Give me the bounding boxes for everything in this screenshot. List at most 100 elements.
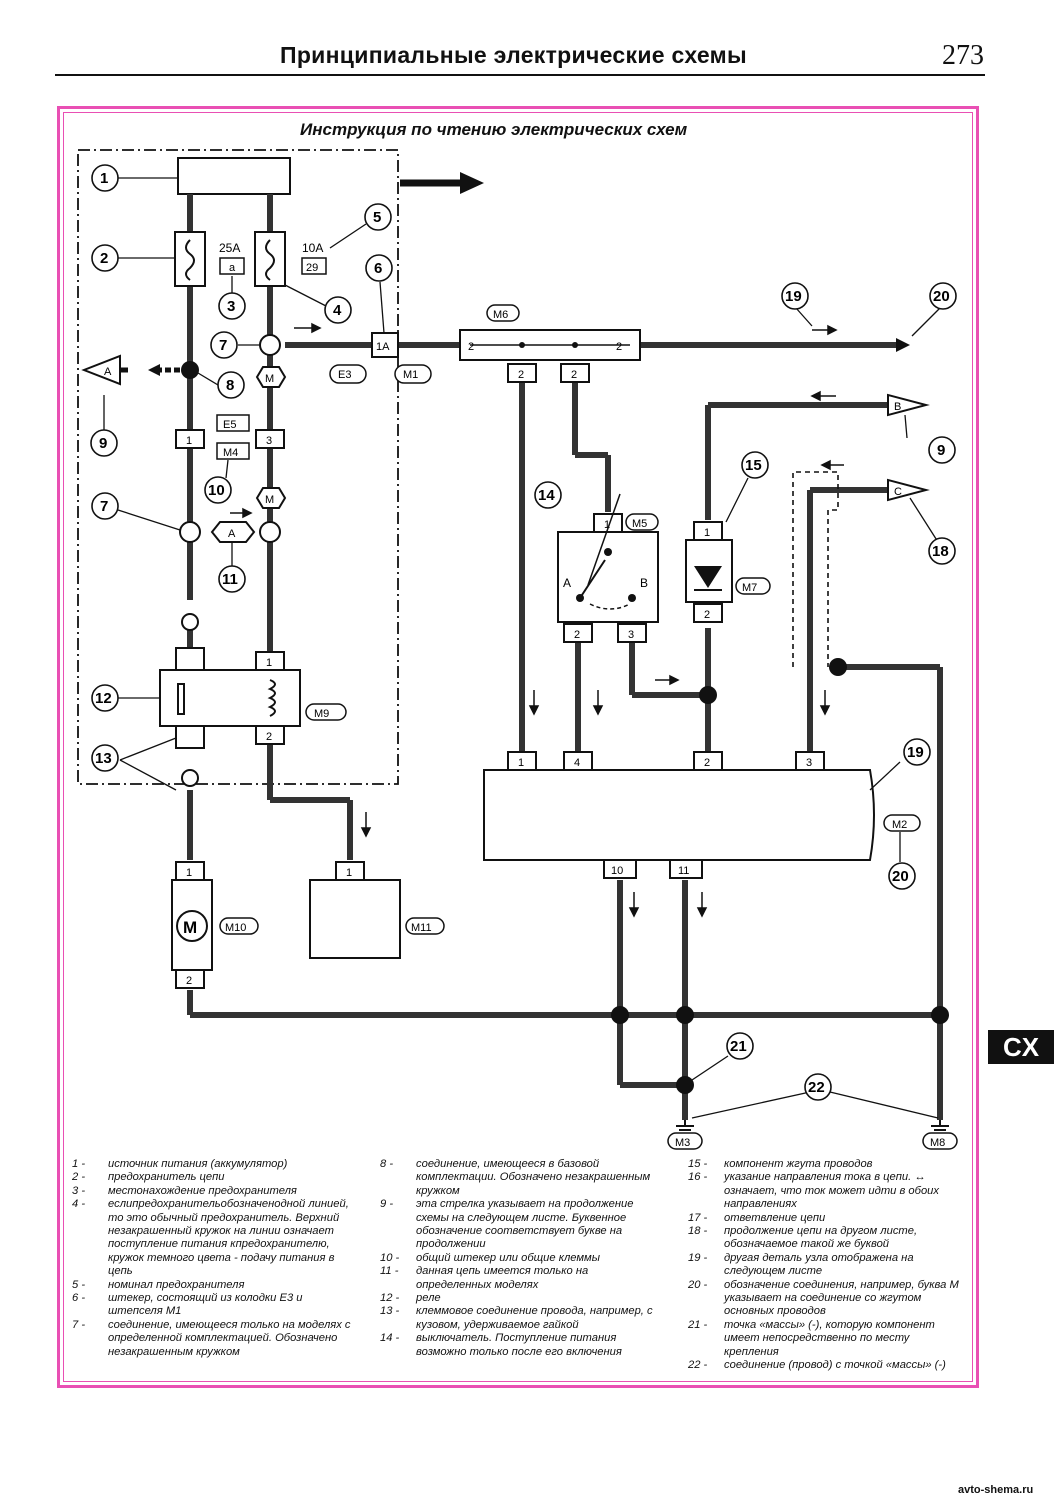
continuation-a-icon bbox=[81, 354, 121, 386]
legend-column-1: 1 -источник питания (аккумулятор)2 -пред… bbox=[72, 1158, 357, 1359]
svg-text:14: 14 bbox=[538, 487, 555, 504]
legend-item-text: компонент жгута проводов bbox=[724, 1158, 873, 1170]
page-number: 273 bbox=[942, 40, 984, 71]
callout-11 bbox=[218, 565, 246, 593]
diagram-frame-inner bbox=[63, 112, 973, 1382]
connector-e5: E5 bbox=[223, 419, 236, 431]
legend-item-text: указание направления тока в цепи. ↔ озна… bbox=[724, 1171, 939, 1211]
svg-text:4: 4 bbox=[333, 302, 342, 319]
legend-item-number: 12 - bbox=[380, 1292, 400, 1305]
legend-column-2: 8 -соединение, имеющееся в базовой компл… bbox=[380, 1158, 665, 1359]
legend-item: 3 -местонахождение предохранителя bbox=[72, 1185, 357, 1198]
legend-item-number: 2 - bbox=[72, 1171, 86, 1184]
legend-item-text: клеммовое соединение провода, например, … bbox=[416, 1305, 653, 1331]
callout-3 bbox=[218, 292, 246, 320]
switch-m5 bbox=[557, 531, 659, 623]
callout-8 bbox=[217, 371, 245, 399]
svg-text:19: 19 bbox=[785, 288, 802, 305]
switch-contact bbox=[579, 559, 606, 599]
connector-m4: M4 bbox=[223, 447, 238, 459]
callout-9b bbox=[928, 436, 956, 464]
callout-1 bbox=[91, 164, 119, 192]
junction-open bbox=[259, 334, 281, 356]
pin-1a: 1A bbox=[376, 341, 390, 353]
svg-text:A: A bbox=[104, 366, 112, 378]
svg-text:2: 2 bbox=[574, 629, 580, 641]
legend-item: 21 -точка «массы» (-), которую компонент… bbox=[688, 1319, 966, 1359]
legend-item: 8 -соединение, имеющееся в базовой компл… bbox=[380, 1158, 665, 1198]
legend: 1 -источник питания (аккумулятор)2 -пред… bbox=[72, 1158, 972, 1378]
callout-19 bbox=[781, 282, 809, 310]
connector-m10: M10 bbox=[225, 922, 246, 934]
section-badge-cx: CX bbox=[988, 1030, 1054, 1064]
relay-coil-icon bbox=[267, 679, 276, 717]
output-arrow-icon bbox=[460, 172, 484, 194]
svg-text:15: 15 bbox=[745, 457, 762, 474]
svg-text:2: 2 bbox=[704, 609, 710, 621]
connector-m9: M9 bbox=[314, 708, 329, 720]
diode-icon bbox=[694, 566, 722, 588]
svg-text:1: 1 bbox=[100, 170, 108, 187]
svg-text:9: 9 bbox=[937, 442, 945, 459]
legend-item: 19 -другая деталь узла отображена на сле… bbox=[688, 1252, 966, 1279]
svg-text:2: 2 bbox=[186, 975, 192, 987]
legend-item-number: 4 - bbox=[72, 1198, 86, 1211]
legend-item: 16 - указание направления тока в цепи. ↔ … bbox=[688, 1171, 966, 1211]
svg-text:20: 20 bbox=[892, 868, 909, 885]
callout-10 bbox=[204, 476, 232, 504]
svg-text:2: 2 bbox=[266, 731, 272, 743]
legend-item-text: ответвление цепи bbox=[724, 1211, 826, 1224]
junction-filled bbox=[181, 361, 199, 379]
callout-6 bbox=[365, 254, 393, 282]
legend-item-text: другая деталь узла отображена на следующ… bbox=[724, 1251, 914, 1278]
legend-item: 15 -компонент жгута проводов bbox=[688, 1158, 966, 1171]
svg-text:21: 21 bbox=[730, 1038, 747, 1055]
callout-7 bbox=[210, 331, 238, 359]
legend-item: 18 -продолжение цепи на другом листе, об… bbox=[688, 1225, 966, 1252]
legend-item: 12 - реле bbox=[380, 1292, 665, 1305]
junction-filled bbox=[676, 1006, 694, 1024]
diagram-frame bbox=[57, 106, 979, 1388]
connector-e3: E3 bbox=[338, 369, 351, 381]
svg-text:8: 8 bbox=[226, 377, 234, 394]
legend-item-text: номинал предохранителя bbox=[108, 1278, 245, 1291]
legend-item-text: точка «массы» (-), которую компонент име… bbox=[724, 1318, 935, 1358]
legend-item-number: 16 - bbox=[688, 1171, 708, 1184]
relay-m9 bbox=[159, 669, 301, 727]
watermark: avto-shema.ru bbox=[958, 1484, 1034, 1496]
legend-item: 9 -эта стрелка указывает на продолжение … bbox=[380, 1198, 665, 1252]
optional-path-dashed bbox=[792, 471, 839, 667]
legend-item: 2 -предохранитель цепи bbox=[72, 1171, 357, 1184]
connector-m1: M1 bbox=[403, 369, 418, 381]
fuse-location-29: 29 bbox=[306, 262, 318, 274]
page-header-title: Принципиальные электрические схемы bbox=[280, 42, 747, 68]
svg-text:22: 22 bbox=[808, 1079, 825, 1096]
svg-text:2: 2 bbox=[518, 369, 524, 381]
junction-open bbox=[179, 521, 201, 543]
legend-item: 5 - номинал предохранителя bbox=[72, 1279, 357, 1292]
svg-text:12: 12 bbox=[95, 690, 112, 707]
callout-19b bbox=[903, 738, 931, 766]
legend-item-text: реле bbox=[416, 1292, 441, 1305]
svg-text:C: C bbox=[894, 486, 902, 498]
svg-text:2: 2 bbox=[468, 341, 474, 353]
switch-position-a: A bbox=[563, 576, 571, 590]
connector-m11: M11 bbox=[411, 922, 432, 934]
fuse-location-a: a bbox=[229, 262, 236, 274]
callout-13 bbox=[91, 744, 119, 772]
legend-item-text: соединение, имеющееся только на моделях … bbox=[108, 1318, 351, 1358]
legend-item-text: продолжение цепи на другом листе, обозна… bbox=[724, 1225, 918, 1251]
ground-m3: M3 bbox=[675, 1137, 690, 1149]
junction-open bbox=[181, 613, 199, 631]
harness-marker-m bbox=[255, 366, 287, 388]
svg-text:10: 10 bbox=[611, 865, 623, 877]
svg-text:M: M bbox=[183, 918, 197, 937]
legend-item-number: 5 - bbox=[72, 1278, 86, 1291]
svg-text:20: 20 bbox=[933, 288, 950, 305]
legend-item-text: источник питания (аккумулятор) bbox=[108, 1158, 288, 1170]
legend-item-text: соединение (провод) с точкой «массы» (-) bbox=[724, 1359, 946, 1372]
pin-3: 3 bbox=[266, 435, 272, 447]
junction-filled bbox=[699, 686, 717, 704]
svg-text:3: 3 bbox=[806, 757, 812, 769]
svg-text:1: 1 bbox=[604, 519, 610, 531]
